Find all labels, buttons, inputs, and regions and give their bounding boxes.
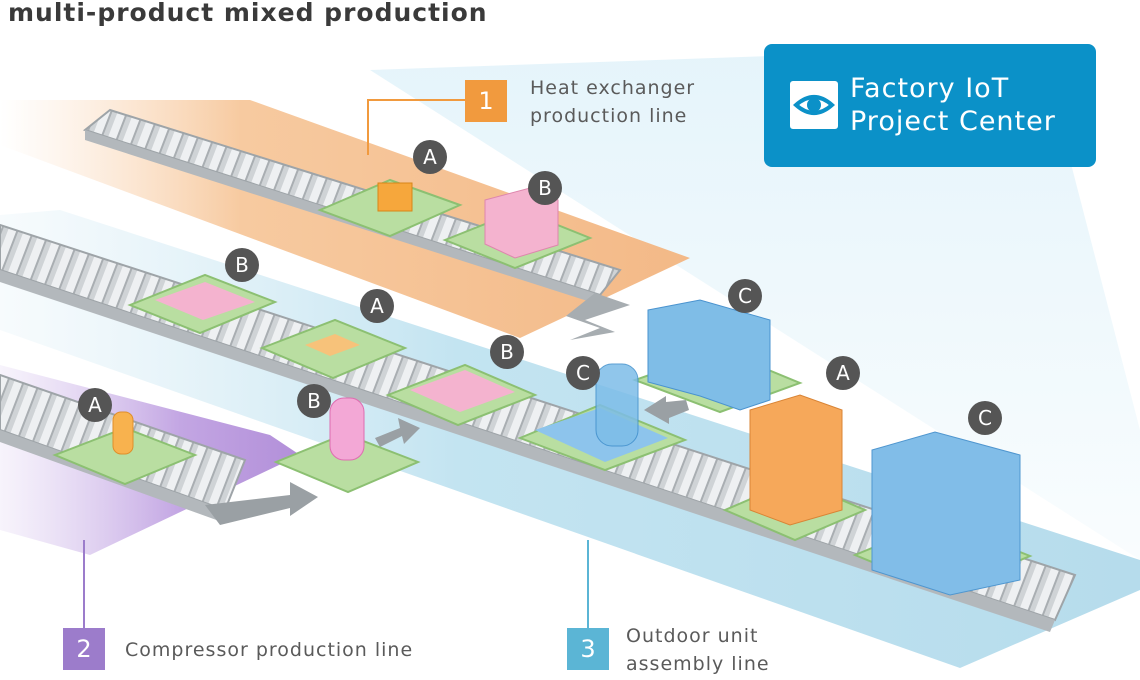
project-center-label-2: Project Center (850, 106, 1056, 137)
svg-text:A: A (370, 294, 384, 318)
svg-text:C: C (738, 284, 752, 308)
svg-text:C: C (576, 361, 590, 385)
pallet (273, 432, 421, 494)
badge-c3: C (968, 401, 1002, 435)
diagram-title: multi-product mixed production (8, 0, 488, 27)
line-3-label-2: assembly line (626, 653, 770, 675)
line-2-number: 2 (63, 628, 105, 670)
product-a-box (749, 394, 843, 526)
line-3-number: 3 (567, 628, 609, 670)
svg-text:A: A (88, 393, 102, 417)
line-1-label-2: production line (530, 105, 688, 127)
product-l2-b (329, 397, 365, 461)
arrow-from-c (644, 396, 689, 424)
product-c-panel (647, 299, 771, 411)
arrow-to-l3-b (375, 418, 420, 447)
project-center-label-1: Factory IoT (850, 73, 1010, 104)
flow-arrows (205, 293, 689, 525)
arrow-l2-to-l3 (205, 482, 318, 525)
products (112, 182, 1021, 596)
product-cyl-c (595, 363, 639, 447)
badge-mid-a: A (360, 289, 394, 323)
callout-line-1 (367, 99, 465, 155)
product-l1-a (377, 182, 413, 212)
eye-icon (790, 81, 838, 129)
badge-l2-b: B (297, 384, 331, 418)
svg-text:B: B (235, 253, 249, 277)
badge-c1: C (728, 279, 762, 313)
line-1-label-1: Heat exchanger (530, 77, 696, 99)
svg-text:A: A (423, 145, 437, 169)
badge-l2-a: A (78, 388, 112, 422)
badge-c-a: A (826, 356, 860, 390)
line-1-label: Heat exchanger production line (530, 74, 695, 130)
badge-c2: C (566, 356, 600, 390)
svg-text:C: C (978, 406, 992, 430)
product-mid-b1 (155, 282, 255, 320)
badges: A B B A B C C A C A B (78, 140, 1002, 435)
svg-text:B: B (307, 389, 321, 413)
svg-text:A: A (836, 361, 850, 385)
product-l2-a (112, 411, 134, 455)
badge-mid-b2: B (490, 335, 524, 369)
product-mid-a (305, 334, 360, 356)
project-center-label: Factory IoT Project Center (850, 72, 1056, 138)
svg-text:B: B (500, 340, 514, 364)
badge-l1-b: B (528, 171, 562, 205)
project-center-panel: Factory IoT Project Center (764, 44, 1096, 167)
arrow-from-l1 (566, 293, 630, 340)
svg-text:B: B (538, 176, 552, 200)
line-1-number: 1 (465, 80, 507, 122)
product-mid-b2 (410, 370, 515, 412)
line-3-label: Outdoor unit assembly line (626, 622, 770, 678)
line-3-label-1: Outdoor unit (626, 625, 759, 647)
line-2-label: Compressor production line (125, 639, 414, 661)
product-c-box (871, 431, 1021, 596)
badge-l1-a: A (413, 140, 447, 174)
badge-mid-b1: B (225, 248, 259, 282)
pallet (52, 426, 198, 486)
